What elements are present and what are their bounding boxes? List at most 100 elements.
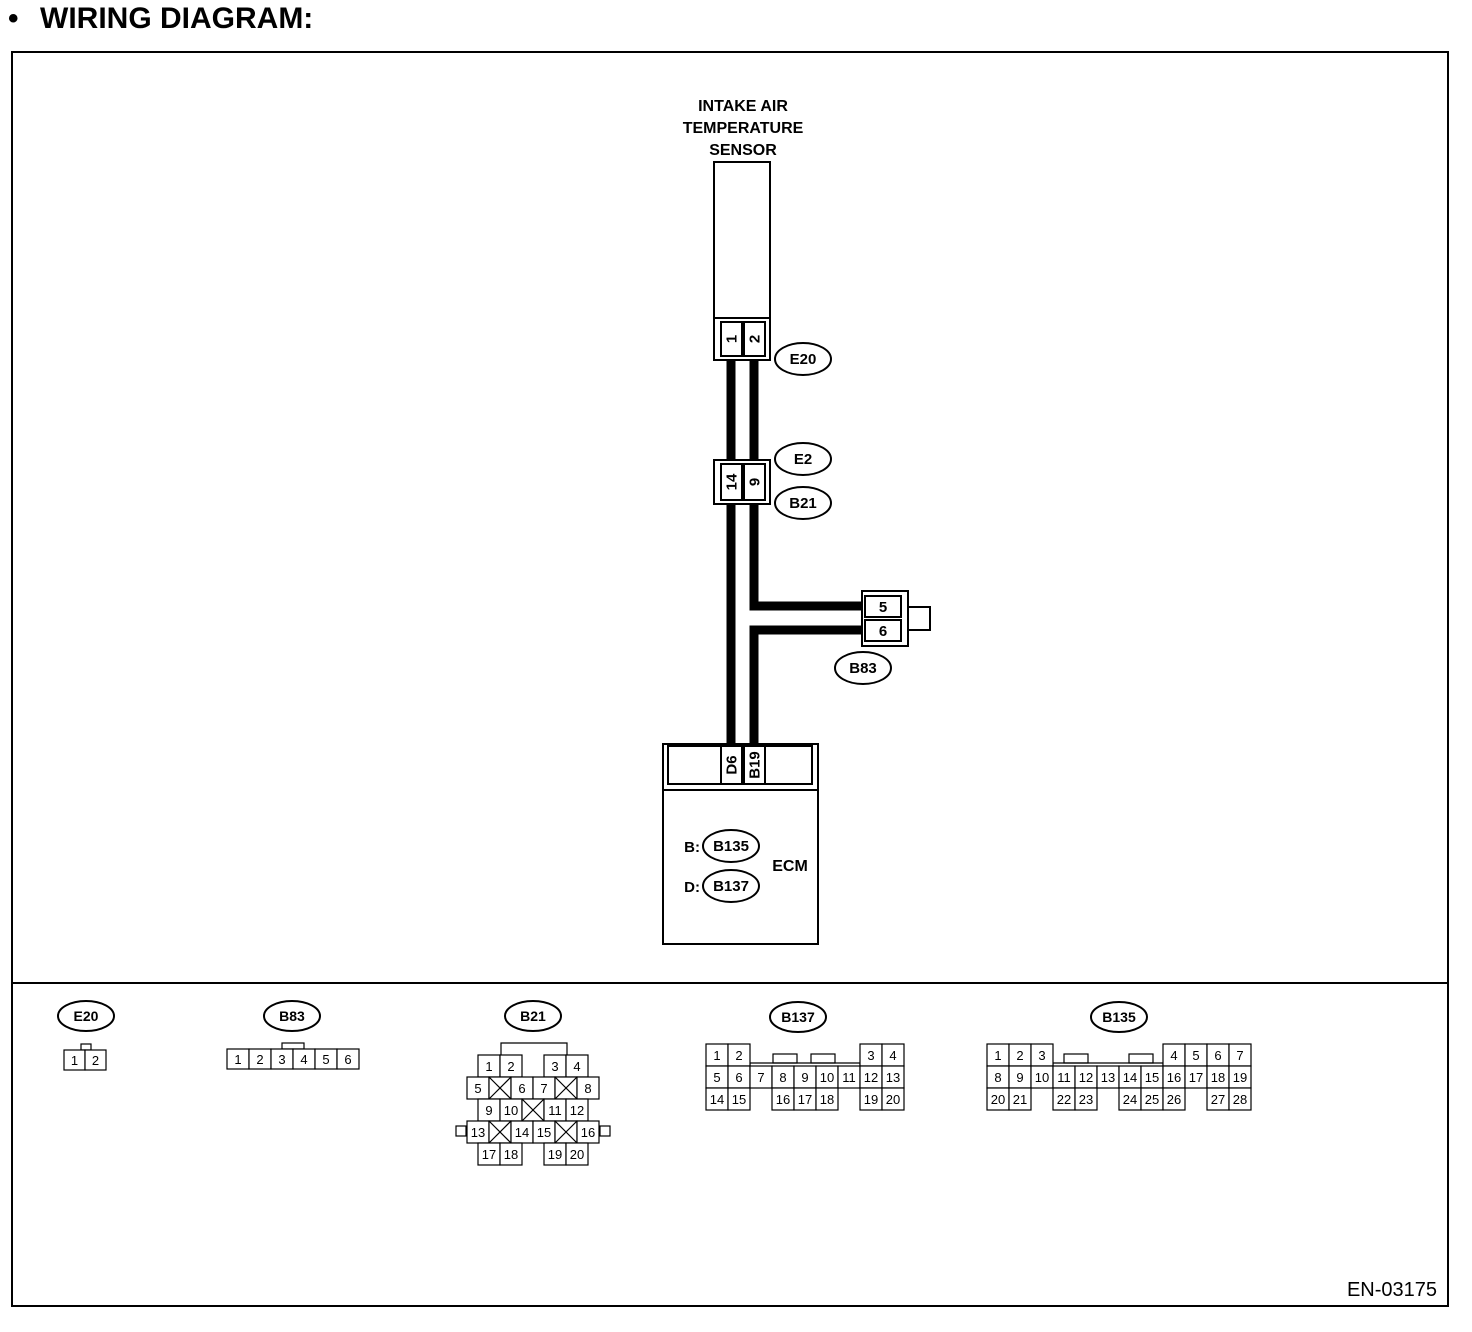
- view-e20-oval: [57, 1000, 115, 1032]
- view-b135-pin-27: 27: [1211, 1092, 1225, 1107]
- view-b135-pin-21-cell: [1008, 1087, 1032, 1111]
- view-b135-pin-16: 16: [1167, 1070, 1181, 1085]
- sensor-label-line-3: SENSOR: [709, 142, 777, 159]
- ecm-pin-d6-cell: [720, 745, 743, 785]
- view-b21-latch: [500, 1042, 568, 1055]
- view-b135-pin-21: 21: [1013, 1092, 1027, 1107]
- view-b135-pin-11: 11: [1057, 1070, 1071, 1085]
- e20-callout-code: E20: [790, 351, 817, 368]
- e20-pin-1-cell: [720, 321, 743, 357]
- view-b21-code: B21: [520, 1008, 546, 1024]
- view-b137-pin-6: 6: [735, 1070, 742, 1085]
- ecm-pin-b19: B19: [747, 751, 764, 779]
- view-b135-pin-26-cell: [1162, 1087, 1186, 1111]
- b83-pin-5-cell: [864, 595, 902, 618]
- view-b21-pin-19: 19: [548, 1147, 562, 1162]
- view-b135-code: B135: [1102, 1009, 1136, 1025]
- view-e20-pin-1: 1: [71, 1053, 78, 1068]
- view-b137-pin-19: 19: [864, 1092, 878, 1107]
- header-bullet: •: [8, 2, 19, 35]
- e20-pin-2: 2: [747, 335, 764, 343]
- view-b21-pin-15: 15: [537, 1125, 551, 1140]
- diagram-frame: [11, 51, 1449, 1307]
- e20-pin-1: 1: [724, 335, 741, 343]
- view-b83-latch: [281, 1042, 305, 1050]
- view-b137-pin-7: 7: [757, 1070, 764, 1085]
- harness-wires: [726, 360, 864, 746]
- view-b137-pin-5: 5: [713, 1070, 720, 1085]
- view-b137-code: B137: [781, 1009, 815, 1025]
- view-b137-latch-1: [772, 1053, 798, 1064]
- wire-b83-6-to-ecm-b19: [749, 625, 864, 746]
- view-b21-side-tab-right: [599, 1125, 611, 1137]
- ecm-ref-b137-oval: [702, 869, 760, 903]
- view-b137-pin-2: 2: [735, 1048, 742, 1063]
- ecm-ref-b135-code: B135: [713, 838, 749, 855]
- view-b135-pin-26: 26: [1167, 1092, 1181, 1107]
- e2-b21-pin-9-cell: [743, 463, 766, 501]
- ecm-pin-d6: D6: [724, 755, 741, 774]
- ecm-ref-b135-oval: [702, 829, 760, 863]
- view-b21-blank-555-blank-x2: [554, 1076, 578, 1100]
- view-b137-pin-15: 15: [732, 1092, 746, 1107]
- view-b21-pin-9: 9: [485, 1103, 492, 1118]
- view-b21-pin-16: 16: [581, 1125, 595, 1140]
- view-b135-pin-23: 23: [1079, 1092, 1093, 1107]
- view-b135-pin-12: 12: [1079, 1070, 1093, 1085]
- view-b135-pin-2: 2: [1016, 1048, 1023, 1063]
- e2-b21-pin-14: 14: [724, 473, 741, 490]
- view-b21-pin-13: 13: [471, 1125, 485, 1140]
- view-b21-blank-489-blank-x2: [488, 1120, 512, 1144]
- view-b83-pin-6: 6: [344, 1052, 351, 1067]
- view-b21-pin-20: 20: [570, 1147, 584, 1162]
- view-b135-pin-1: 1: [994, 1048, 1001, 1063]
- view-b135-pin-17: 17: [1189, 1070, 1203, 1085]
- e2-b21-pin-14-cell: [720, 463, 743, 501]
- view-b137-latch-2: [810, 1053, 836, 1064]
- view-b21-pin-7: 7: [540, 1081, 547, 1096]
- e2-b21-pin-9: 9: [747, 478, 764, 486]
- view-b135-pin-13: 13: [1101, 1070, 1115, 1085]
- b83-callout-code: B83: [849, 660, 877, 677]
- view-b137-pin-20-cell: [881, 1087, 905, 1111]
- view-e20-pin-2: 2: [92, 1053, 99, 1068]
- b21-callout-code: B21: [789, 495, 817, 512]
- view-b21-pin-18: 18: [504, 1147, 518, 1162]
- view-b135-pin-28: 28: [1233, 1092, 1247, 1107]
- b83-latch: [907, 606, 931, 631]
- view-b21-pin-12: 12: [570, 1103, 584, 1118]
- view-b137-pin-10: 10: [820, 1070, 834, 1085]
- view-b83-code: B83: [279, 1008, 305, 1024]
- e20-callout-oval: [774, 342, 832, 376]
- ecm-ref-b137-code: B137: [713, 878, 749, 895]
- view-b137-pin-15-cell: [727, 1087, 751, 1111]
- e20-pin-2-cell: [743, 321, 766, 357]
- view-b21-pin-11: 11: [548, 1103, 562, 1118]
- view-b137-pin-8: 8: [779, 1070, 786, 1085]
- b83-pin-6-cell: [864, 619, 902, 642]
- view-e20-code: E20: [74, 1008, 99, 1024]
- view-b21-oval: [504, 1000, 562, 1032]
- view-b137-pin-3: 3: [867, 1048, 874, 1063]
- view-b21-pin-5: 5: [474, 1081, 481, 1096]
- view-e20-pin-2-cell: [84, 1049, 107, 1071]
- view-b135-latch-1: [1063, 1053, 1089, 1064]
- view-b21-pin-6: 6: [518, 1081, 525, 1096]
- view-b137-pin-4: 4: [889, 1048, 896, 1063]
- view-b21-pin-14: 14: [515, 1125, 529, 1140]
- view-b137-pin-14: 14: [710, 1092, 724, 1107]
- sensor-label-line-1: INTAKE AIR: [698, 98, 788, 115]
- view-b135-pin-24: 24: [1123, 1092, 1137, 1107]
- view-b135-pin-6: 6: [1214, 1048, 1221, 1063]
- view-b21-pin-17: 17: [482, 1147, 496, 1162]
- page-title: WIRING DIAGRAM:: [40, 2, 313, 35]
- view-b21-pin-4: 4: [573, 1059, 580, 1074]
- view-b137-pin-17: 17: [798, 1092, 812, 1107]
- e2-callout-code: E2: [794, 451, 812, 468]
